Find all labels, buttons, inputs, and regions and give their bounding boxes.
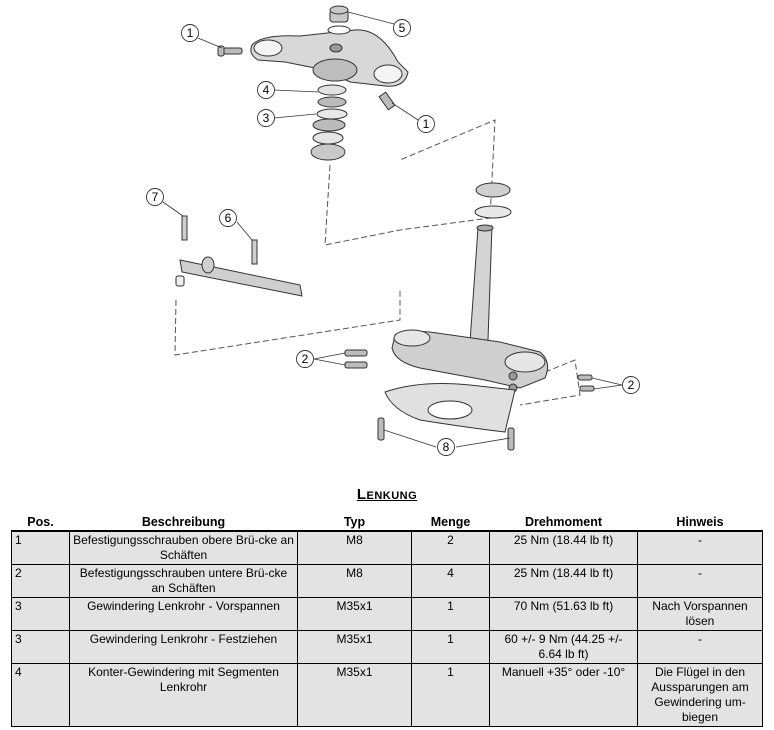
callout-3	[257, 109, 275, 127]
callout-label: 2	[628, 378, 635, 392]
cell-description: Gewindering Lenkrohr - Vorspannen	[69, 597, 298, 631]
cell-pos: 3	[11, 630, 70, 664]
callout-2-left	[296, 350, 314, 368]
section-title: Lenkung	[0, 486, 774, 503]
callout-6	[219, 209, 237, 227]
header-torque: Drehmoment	[489, 513, 638, 532]
cell-note: -	[637, 564, 763, 598]
callout-7	[146, 188, 164, 206]
cell-torque: 25 Nm (18.44 lb ft)	[489, 530, 638, 565]
cell-note: -	[637, 630, 763, 664]
callout-label: 5	[399, 21, 406, 35]
table-row: 2 Befestigungsschrauben untere Brü-cke a…	[11, 564, 763, 598]
section-title-text: Lenkung	[356, 486, 418, 503]
cell-type: M35x1	[297, 630, 412, 664]
lower-triple-clamp	[391, 329, 549, 393]
cell-type: M35x1	[297, 663, 412, 727]
steering-damper	[175, 215, 303, 297]
bottom-guard	[384, 383, 516, 433]
cell-note: Die Flügel in den Aussparungen am Gewind…	[637, 663, 763, 727]
callout-1-upper-right	[417, 115, 435, 133]
callout-5	[393, 19, 411, 37]
cell-pos: 2	[11, 564, 70, 598]
callout-label: 8	[443, 440, 450, 454]
table-row: 3 Gewindering Lenkrohr - Vorspannen M35x…	[11, 597, 763, 631]
bolt-upper-right	[378, 91, 396, 111]
callout-label: 1	[423, 117, 430, 131]
callout-label: 2	[302, 352, 309, 366]
cell-quantity: 1	[411, 597, 490, 631]
cell-description: Befestigungsschrauben untere Brü-cke an …	[69, 564, 298, 598]
table-header-row: Pos. Beschreibung Typ Menge Drehmoment H…	[11, 513, 763, 532]
cell-description: Konter-Gewindering mit Segmenten Lenkroh…	[69, 663, 298, 727]
cell-type: M35x1	[297, 597, 412, 631]
callout-1-upper-left	[181, 24, 199, 42]
bolt-upper-left	[217, 45, 243, 57]
header-type: Typ	[297, 513, 412, 532]
header-quantity: Menge	[411, 513, 490, 532]
cell-note: Nach Vorspannen lösen	[637, 597, 763, 631]
table-row: 3 Gewindering Lenkrohr - Festziehen M35x…	[11, 630, 763, 664]
callout-4	[257, 81, 275, 99]
ring-stack	[310, 84, 348, 161]
steering-stem	[469, 224, 494, 343]
upper-triple-clamp	[250, 29, 409, 87]
guard-screws	[377, 417, 515, 451]
cell-torque: 60 +/- 9 Nm (44.25 +/- 6.64 lb ft)	[489, 630, 638, 664]
cell-torque: 70 Nm (51.63 lb ft)	[489, 597, 638, 631]
top-nut	[327, 5, 351, 35]
cell-note: -	[637, 530, 763, 565]
cell-quantity: 1	[411, 630, 490, 664]
table-row: 4 Konter-Gewindering mit Segmenten Lenkr…	[11, 663, 763, 727]
cell-quantity: 2	[411, 530, 490, 565]
cell-torque: 25 Nm (18.44 lb ft)	[489, 564, 638, 598]
table-row: 1 Befestigungsschrauben obere Brü-cke an…	[11, 530, 763, 565]
cell-description: Befestigungsschrauben obere Brü-cke an S…	[69, 530, 298, 565]
callout-2-right	[622, 376, 640, 394]
header-note: Hinweis	[637, 513, 763, 532]
cell-pos: 3	[11, 597, 70, 631]
header-description: Beschreibung	[69, 513, 298, 532]
cell-pos: 1	[11, 530, 70, 565]
torque-table: Pos. Beschreibung Typ Menge Drehmoment H…	[11, 513, 763, 727]
callout-label: 6	[225, 211, 232, 225]
bolts-lower-right	[577, 374, 595, 392]
steering-exploded-diagram: 1 5 4 3 1 7 6 2 2 8	[146, 5, 640, 456]
cell-description: Gewindering Lenkrohr - Festziehen	[69, 630, 298, 664]
cell-torque: Manuell +35° oder -10°	[489, 663, 638, 727]
callout-8	[437, 438, 455, 456]
cell-type: M8	[297, 564, 412, 598]
header-pos: Pos.	[11, 513, 70, 532]
callout-label: 1	[187, 26, 194, 40]
cell-type: M8	[297, 530, 412, 565]
cell-quantity: 1	[411, 663, 490, 727]
callout-label: 7	[152, 190, 159, 204]
bolts-lower-left	[344, 349, 368, 369]
callout-label: 4	[263, 83, 270, 97]
callout-label: 3	[263, 111, 270, 125]
cell-pos: 4	[11, 663, 70, 727]
cell-quantity: 4	[411, 564, 490, 598]
